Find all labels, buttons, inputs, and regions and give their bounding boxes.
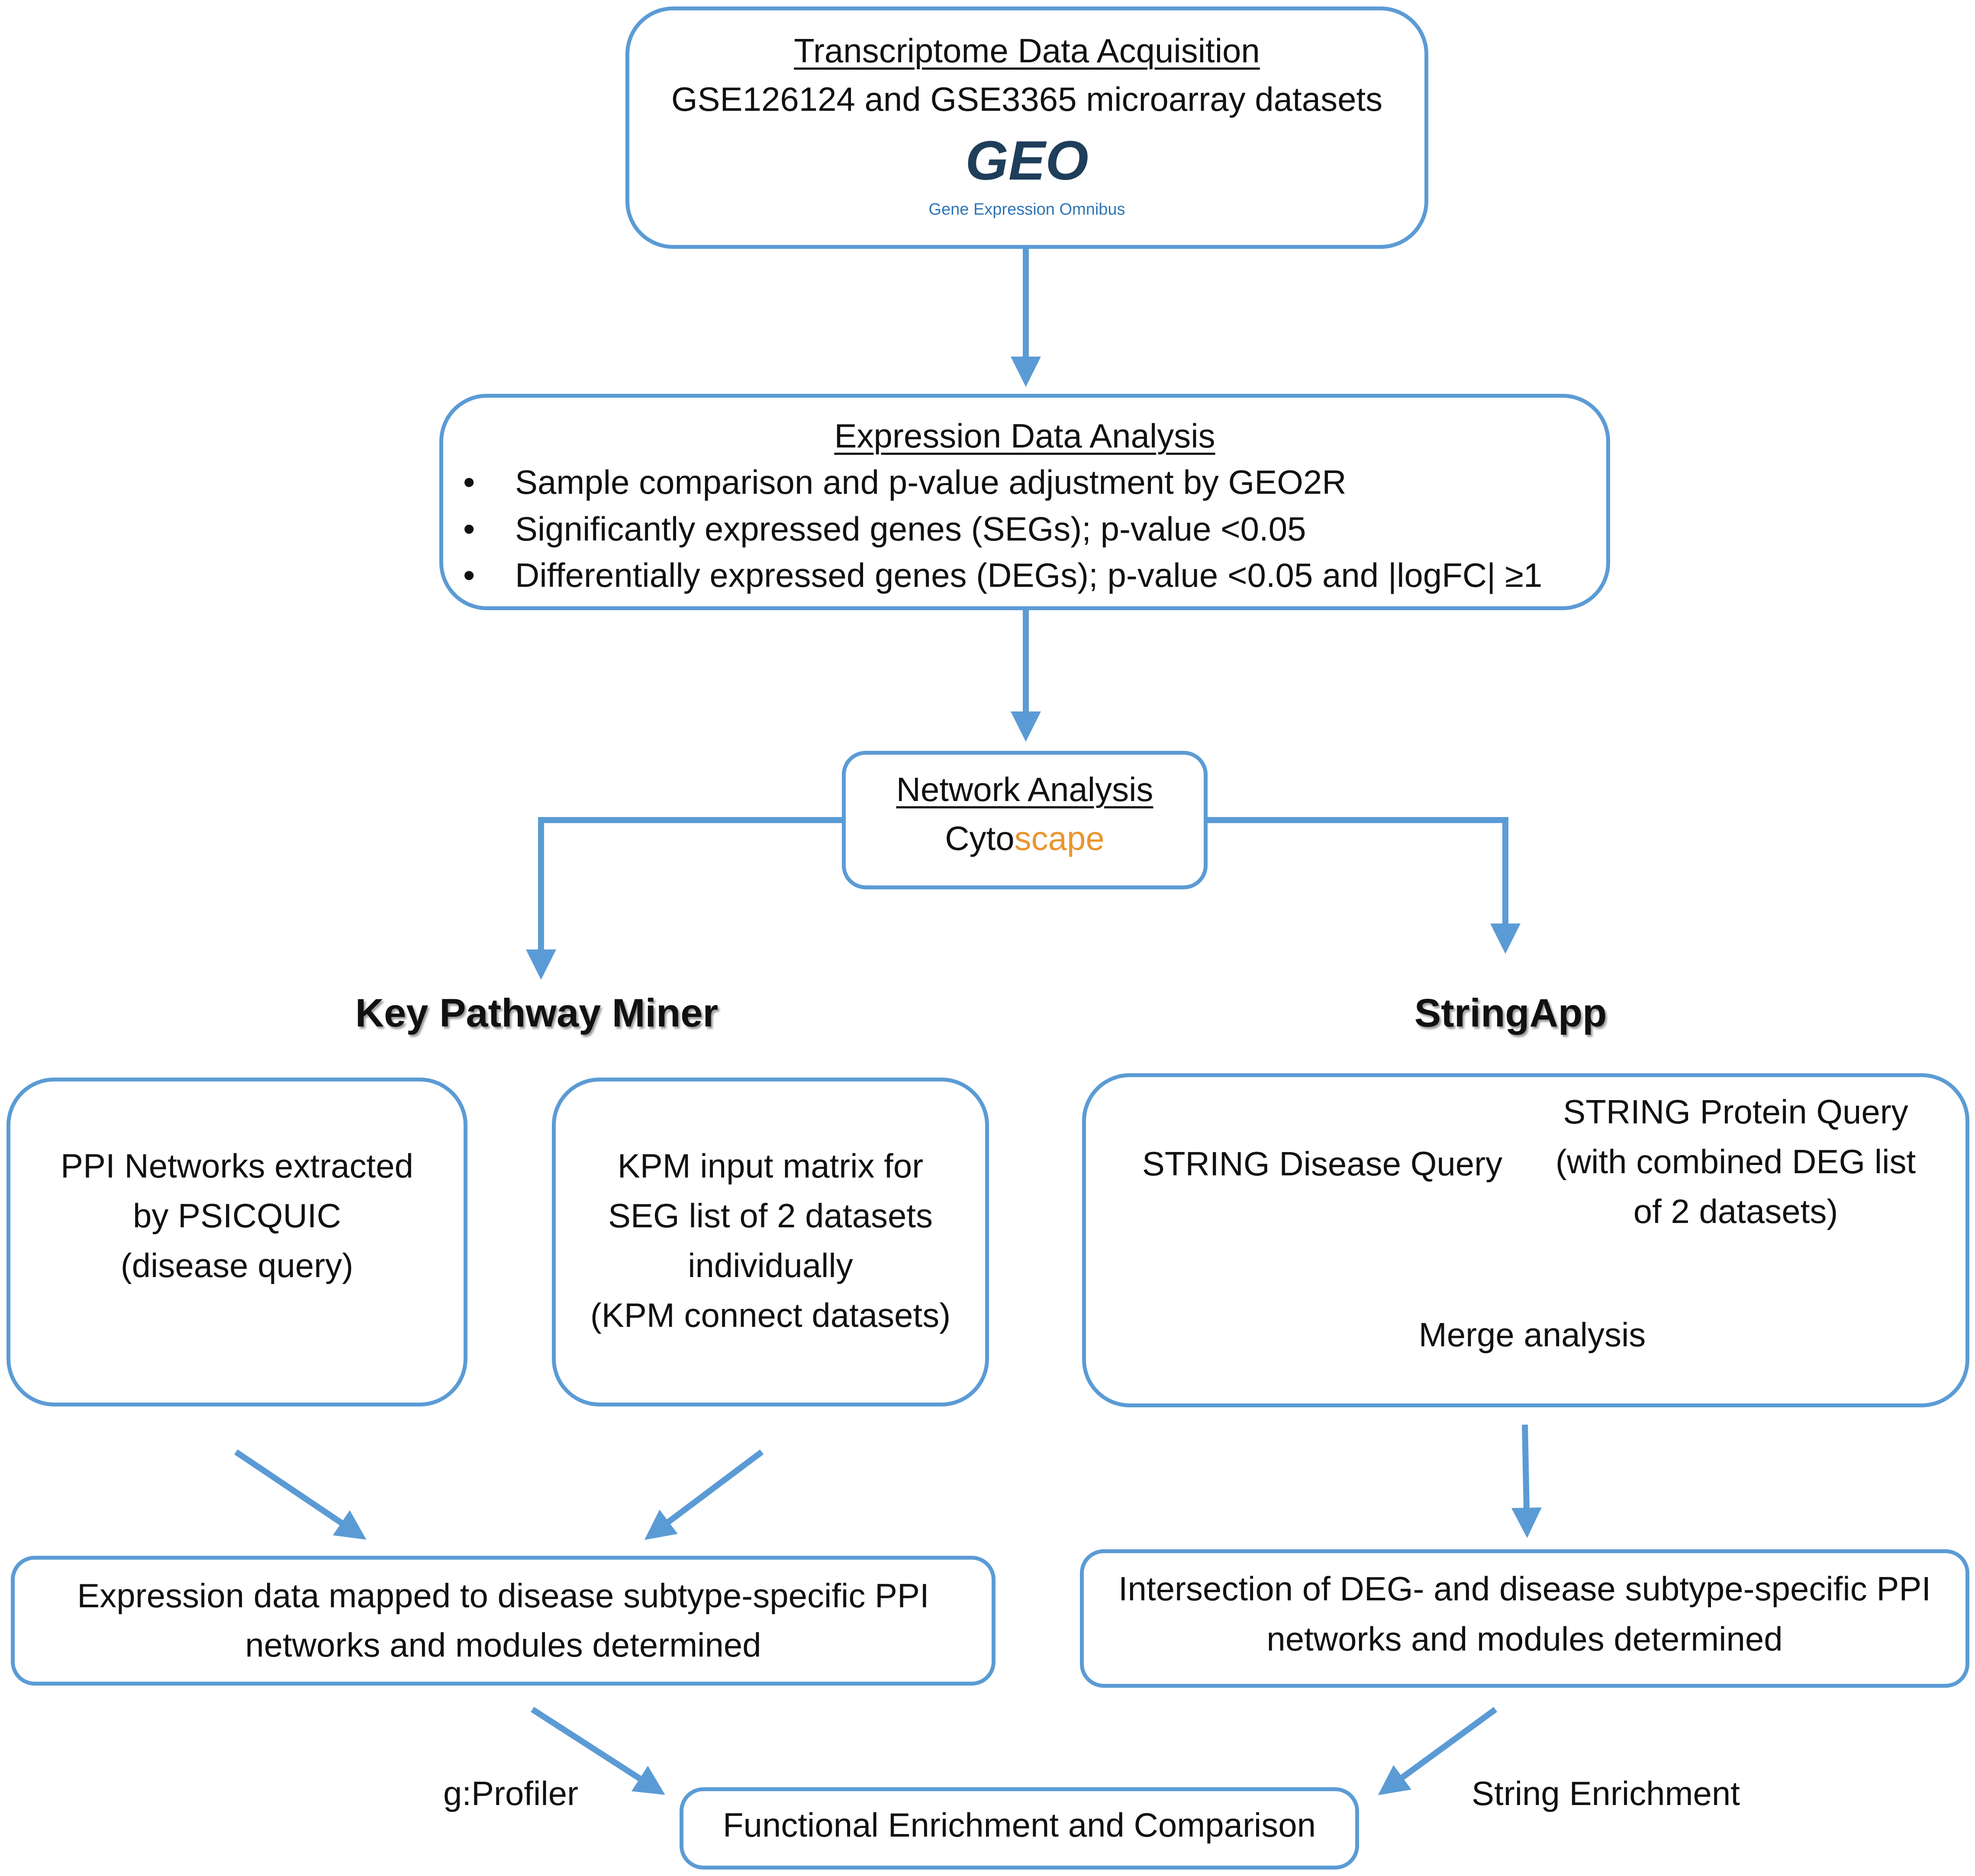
- arrow-mapped-to-enrichment: [531, 1707, 665, 1795]
- arrow-network-to-kpm: [526, 817, 842, 980]
- expression-title: Expression Data Analysis: [834, 417, 1215, 455]
- kpm-input-line-4: (KPM connect datasets): [590, 1296, 951, 1334]
- expression-mapped-line-2: networks and modules determined: [245, 1626, 761, 1664]
- intersection-box: [1080, 1549, 1969, 1688]
- kpm-input-line-2: SEG list of 2 datasets: [608, 1197, 933, 1235]
- merge-analysis: Merge analysis: [1418, 1316, 1646, 1354]
- bullet-dot: •: [463, 510, 475, 548]
- string-protein-query-line-1: STRING Protein Query: [1563, 1093, 1908, 1131]
- arrow-kpm-matrix-to-expression-mapped: [644, 1449, 764, 1540]
- bullet-dot: •: [463, 463, 475, 501]
- string-protein-query-line-3: of 2 datasets): [1633, 1192, 1838, 1230]
- ppi-networks-line-2: by PSICQUIC: [132, 1197, 342, 1235]
- string-disease-query: STRING Disease Query: [1142, 1145, 1503, 1183]
- expression-bullet-2: Significantly expressed genes (SEGs); p-…: [515, 510, 1306, 548]
- acquisition-title: Transcriptome Data Acquisition: [794, 32, 1260, 70]
- expression-mapped-line-1: Expression data mapped to disease subtyp…: [77, 1577, 929, 1615]
- expression-bullet-1: Sample comparison and p-value adjustment…: [515, 463, 1347, 501]
- intersection-line-1: Intersection of DEG- and disease subtype…: [1118, 1570, 1931, 1608]
- gprofiler-label: g:Profiler: [443, 1774, 579, 1812]
- network-box: [842, 751, 1208, 889]
- string-enrichment-label: String Enrichment: [1472, 1774, 1740, 1812]
- expression-mapped-box: [11, 1556, 996, 1686]
- intersection-line-2: networks and modules determined: [1266, 1620, 1783, 1658]
- bullet-dot: •: [463, 556, 475, 594]
- ppi-networks-line-1: PPI Networks extracted: [61, 1147, 413, 1185]
- arrow-ppi-to-expression-mapped: [234, 1449, 367, 1540]
- kpm-input-line-1: KPM input matrix for: [617, 1147, 924, 1185]
- expression-box: [439, 394, 1610, 610]
- arrow-network-to-stringapp: [1208, 817, 1521, 954]
- acquisition-subtitle: GSE126124 and GSE3365 microarray dataset…: [671, 80, 1383, 118]
- network-title: Network Analysis: [896, 770, 1153, 808]
- cytoscape-part1: Cyto: [945, 819, 1015, 857]
- functional-enrichment-box: [680, 1787, 1359, 1870]
- functional-enrichment-title: Functional Enrichment and Comparison: [722, 1806, 1316, 1844]
- cytoscape-part2: scape: [1014, 819, 1105, 857]
- arrow-stringapp-to-intersection: [1511, 1424, 1542, 1538]
- arrow-intersection-to-enrichment: [1378, 1707, 1498, 1796]
- ppi-networks-box: [6, 1078, 467, 1406]
- kpm-input-box: [552, 1078, 989, 1406]
- string-protein-query-line-2: (with combined DEG list: [1555, 1142, 1916, 1181]
- stringapp-heading: StringApp: [1414, 991, 1607, 1035]
- ppi-networks-line-3: (disease query): [120, 1246, 354, 1284]
- cytoscape-label: Cytoscape: [842, 821, 1208, 855]
- acquisition-box: [625, 6, 1428, 249]
- stringapp-box: [1082, 1073, 1969, 1407]
- geo-logo: GEO: [965, 130, 1089, 192]
- expression-bullet-3: Differentially expressed genes (DEGs); p…: [515, 556, 1543, 594]
- geo-logo-subtitle: Gene Expression Omnibus: [928, 200, 1125, 219]
- kpm-heading: Key Pathway Miner: [355, 991, 718, 1035]
- kpm-input-line-3: individually: [688, 1246, 853, 1284]
